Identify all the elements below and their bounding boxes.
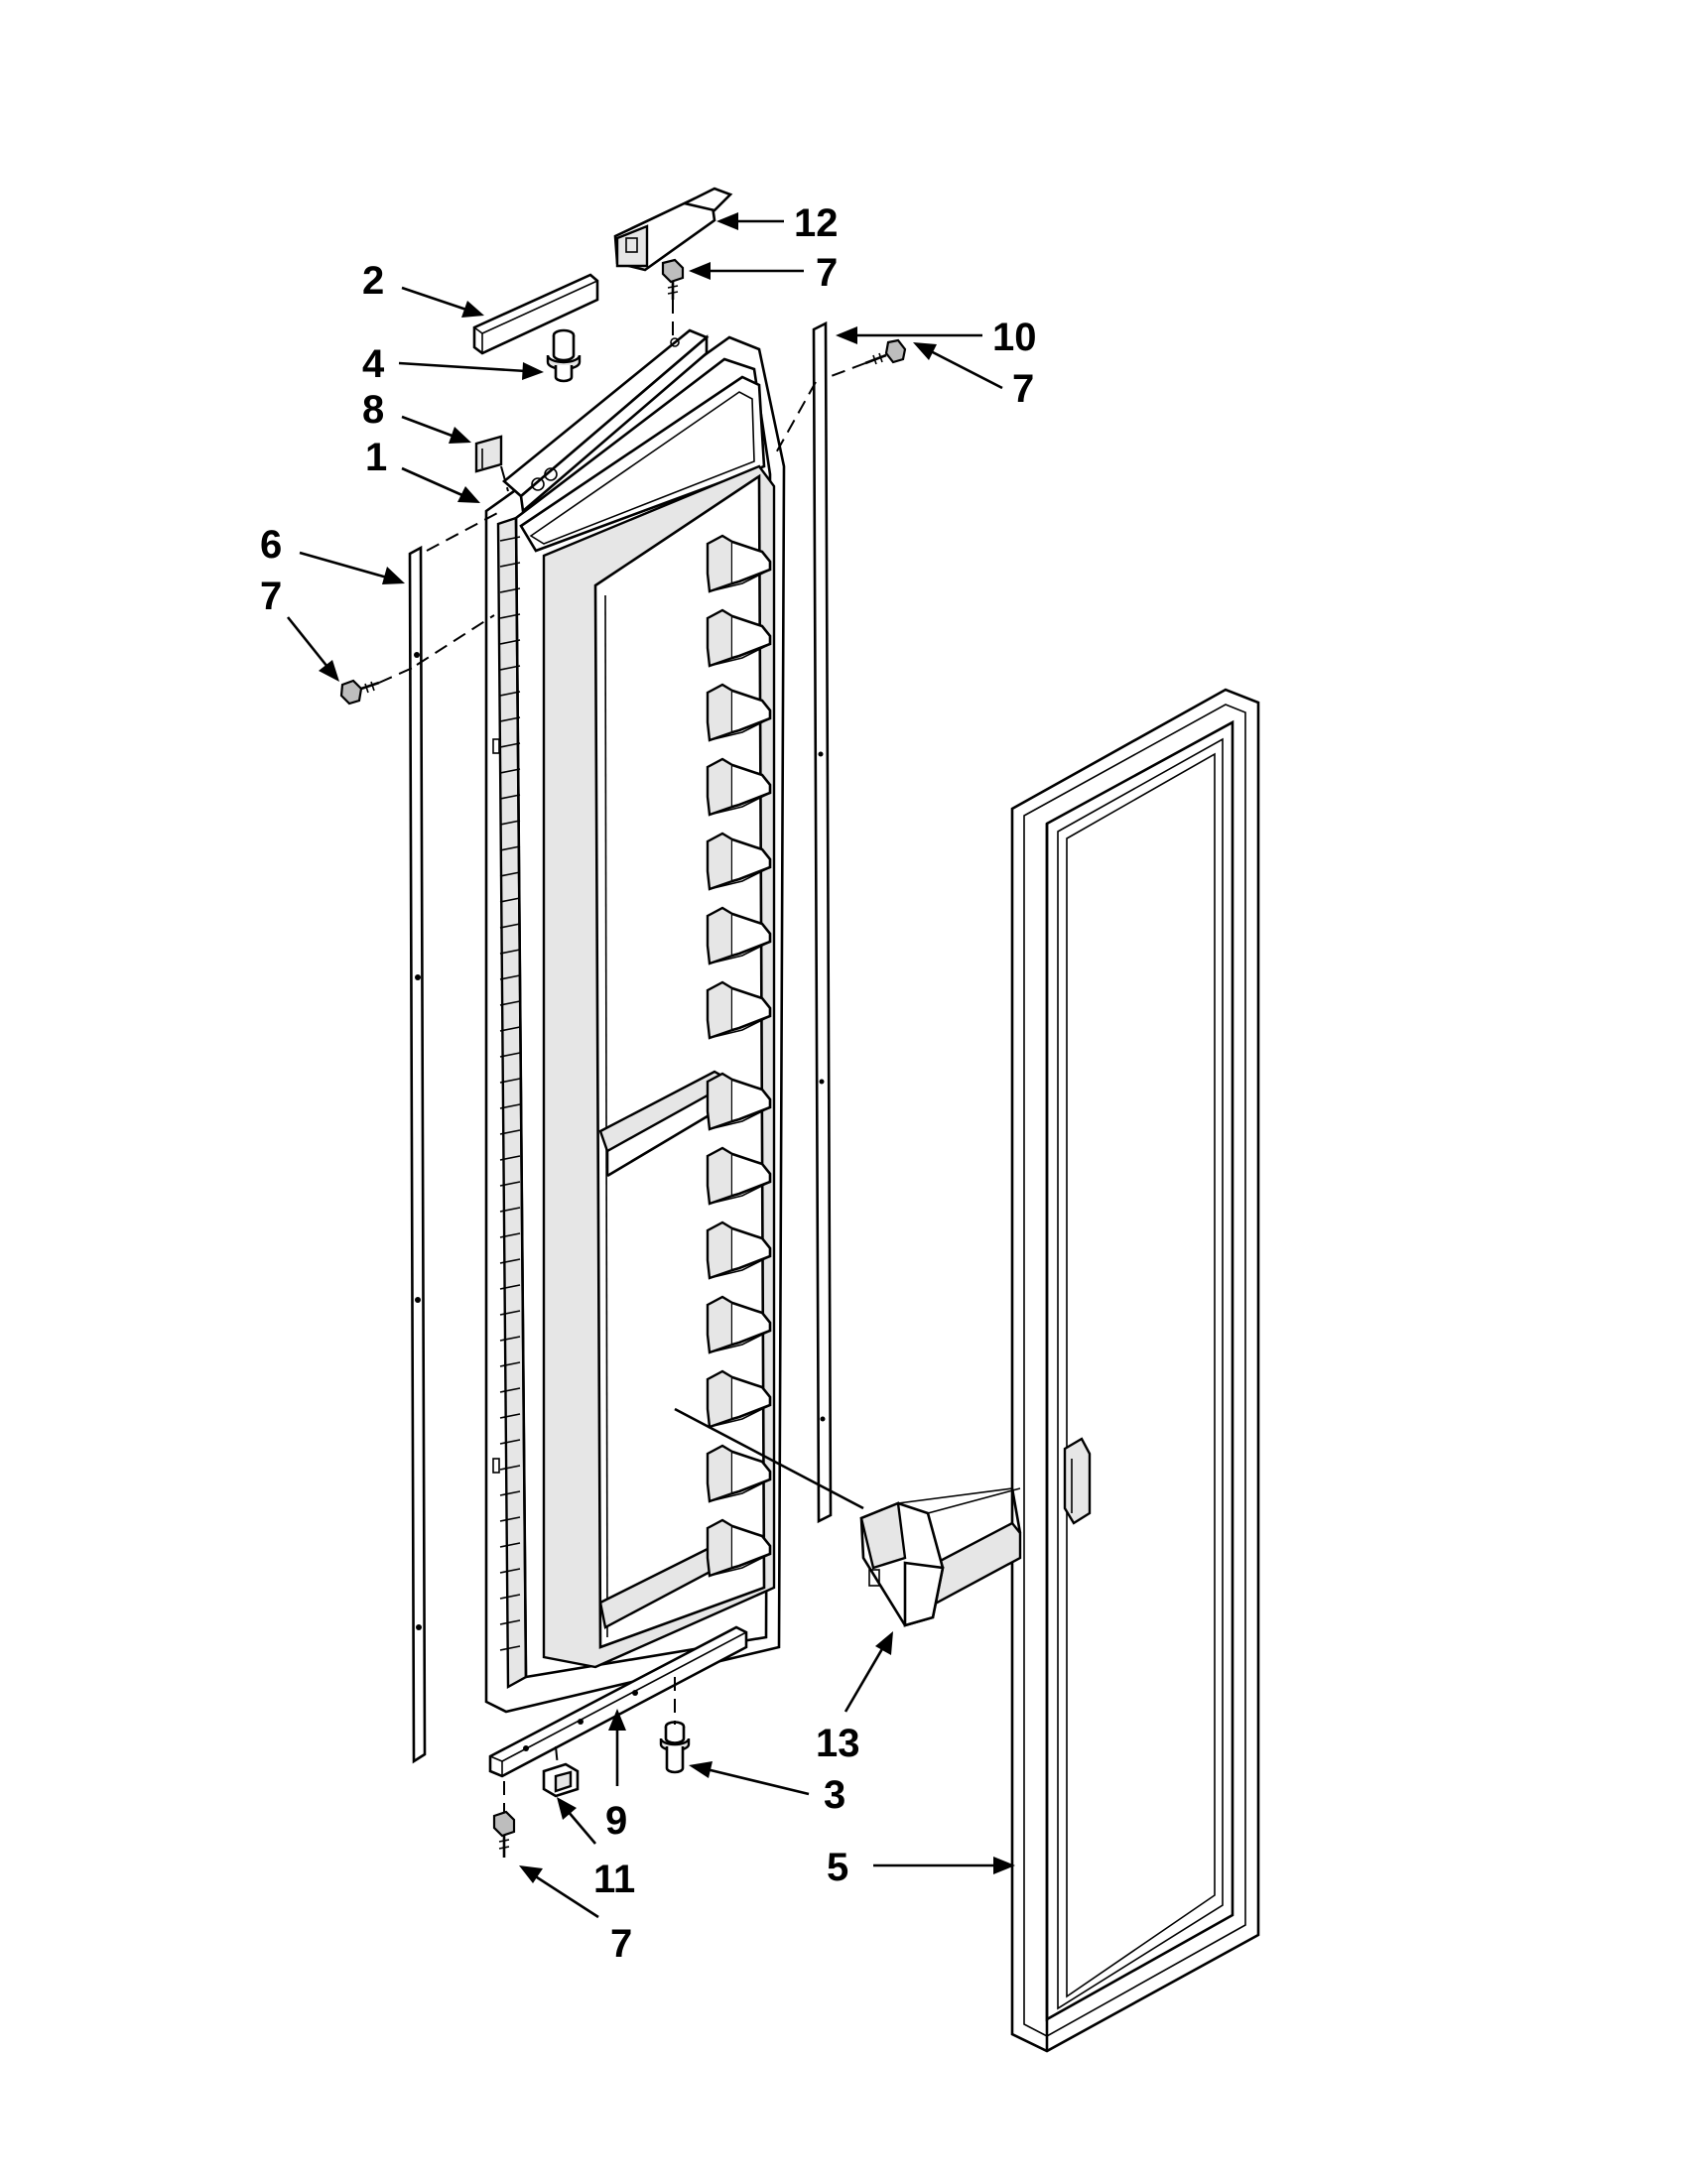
screw-right	[864, 338, 907, 365]
screw-bottom	[492, 1810, 516, 1858]
callout-4: 4	[362, 342, 385, 386]
callout-9: 9	[605, 1799, 627, 1843]
callout-5: 5	[827, 1846, 848, 1889]
bin-tab	[706, 1369, 772, 1429]
callout-1: 1	[365, 436, 387, 479]
bin-tab	[706, 1295, 772, 1354]
callout-2: 2	[362, 259, 384, 303]
callout-12: 12	[794, 201, 839, 245]
callout-6: 6	[260, 523, 282, 567]
bin-tab	[706, 757, 772, 817]
callout-labels: 12 7 2 10 4 7 8 1 6 7 13 9 3 5 11 7	[260, 201, 1037, 1966]
bin-tab	[706, 906, 772, 965]
bin-tab	[706, 1220, 772, 1280]
callout-11: 11	[593, 1858, 635, 1901]
screw-left	[339, 679, 380, 706]
screw-top	[661, 258, 685, 300]
door-handle	[859, 1487, 1022, 1627]
bin-tab	[706, 1518, 772, 1578]
callout-8: 8	[362, 388, 384, 432]
bottom-hinge-pin	[659, 1721, 691, 1774]
callout-7-right: 7	[1012, 367, 1034, 411]
right-trim-strip	[812, 321, 833, 1524]
leader-arrows	[286, 212, 1015, 1919]
door-liner	[484, 335, 786, 1714]
callout-10: 10	[992, 316, 1037, 359]
shim-clip	[474, 435, 503, 473]
top-hinge-bracket	[501, 328, 710, 514]
callout-3: 3	[824, 1773, 845, 1817]
bottom-clip	[542, 1762, 580, 1798]
bin-tab	[706, 534, 772, 593]
bin-tab	[706, 980, 772, 1040]
bottom-hinge-bracket	[488, 1625, 748, 1778]
bin-tab	[706, 832, 772, 891]
bin-tab	[706, 1072, 772, 1131]
bin-tab	[706, 1146, 772, 1206]
assembly-lines	[378, 300, 866, 1812]
bin-tab	[706, 683, 772, 742]
top-hinge-cover	[613, 187, 733, 272]
top-cover	[472, 273, 599, 355]
bin-tab	[706, 1444, 772, 1503]
callout-7-bottom: 7	[610, 1922, 632, 1966]
callout-7-top: 7	[816, 251, 838, 295]
bin-tab	[706, 608, 772, 668]
callout-7-left: 7	[260, 575, 282, 618]
left-trim-strip	[408, 545, 427, 1764]
top-hinge-pin	[546, 328, 582, 383]
callout-13: 13	[816, 1722, 860, 1765]
outer-door-panel	[1010, 688, 1260, 2053]
